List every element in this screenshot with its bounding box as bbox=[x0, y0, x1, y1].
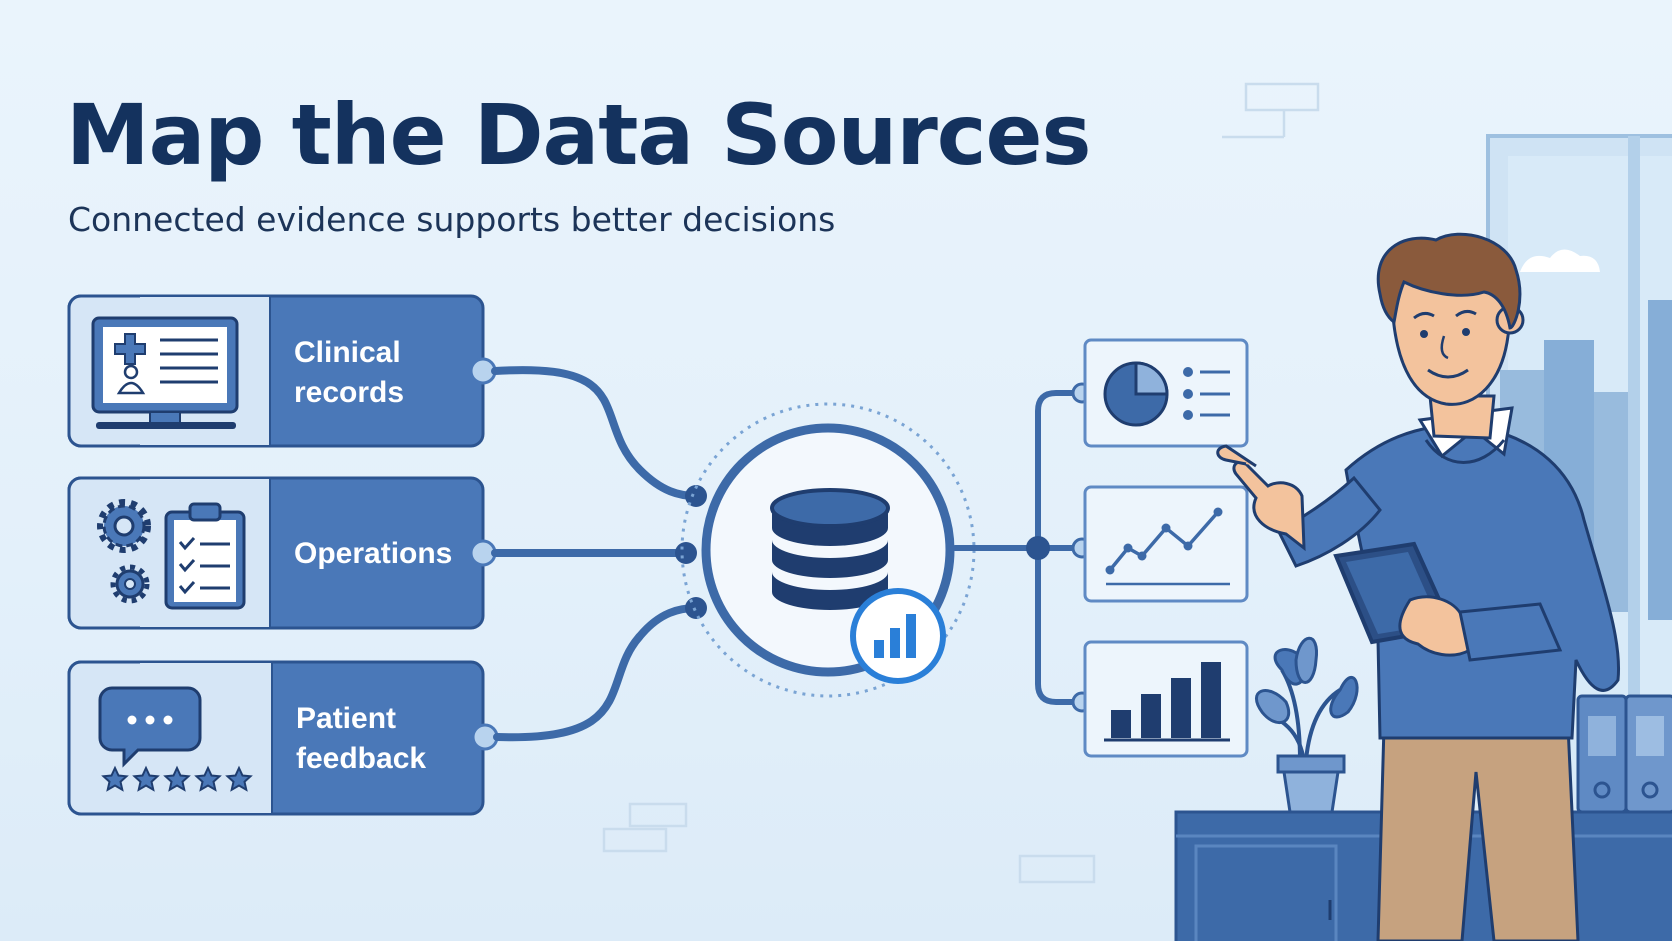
page-subtitle: Connected evidence supports better decis… bbox=[68, 200, 836, 239]
chat-rating-icon bbox=[98, 686, 253, 792]
medical-monitor-icon bbox=[91, 316, 239, 429]
database-icon bbox=[770, 488, 890, 610]
data-hub bbox=[680, 402, 976, 698]
source-card-operations: Operations bbox=[67, 476, 497, 630]
source-label-patient-feedback: Patient feedback bbox=[296, 702, 426, 775]
output-card-bar-summary bbox=[1083, 640, 1249, 758]
source-label-operations: Operations bbox=[294, 537, 452, 570]
gear-clipboard-icon bbox=[97, 499, 246, 610]
source-card-patient-feedback: Patient feedback bbox=[67, 660, 499, 816]
output-connectors bbox=[952, 390, 1085, 705]
output-card-pie-summary bbox=[1083, 338, 1249, 448]
binders bbox=[1576, 694, 1672, 814]
source-card-clinical-records: Clinical records bbox=[67, 294, 497, 448]
source-label-clinical-records: Clinical records bbox=[294, 336, 409, 409]
output-card-line-trend bbox=[1083, 485, 1249, 603]
pie-chart-icon bbox=[1103, 361, 1230, 427]
page-title: Map the Data Sources bbox=[66, 86, 1092, 184]
bar-chart-badge-icon bbox=[850, 588, 946, 684]
potted-plant bbox=[1255, 636, 1359, 814]
source-connectors bbox=[491, 366, 700, 742]
presenter-person bbox=[1216, 232, 1621, 941]
line-chart-icon bbox=[1105, 507, 1230, 586]
bar-chart-icon bbox=[1104, 662, 1230, 742]
background-decoration bbox=[602, 82, 1320, 884]
